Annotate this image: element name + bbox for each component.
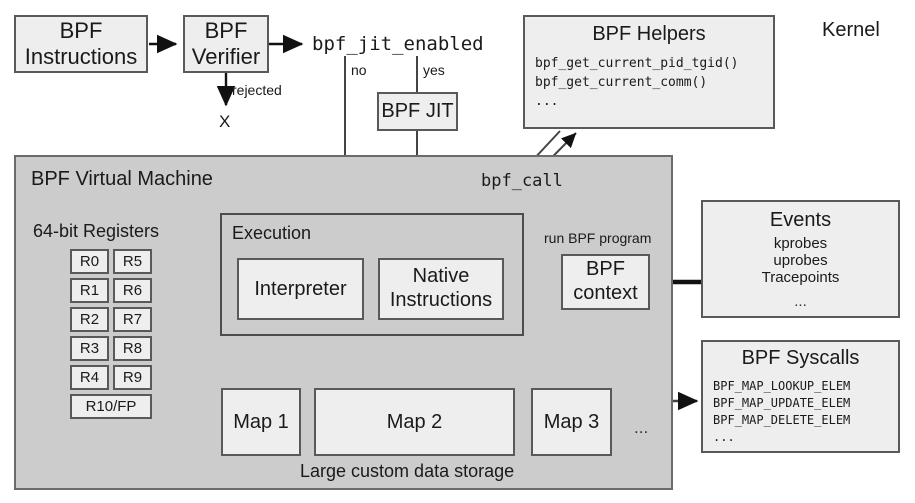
register-row: R1 R6 bbox=[70, 278, 152, 303]
branch-no-label: no bbox=[351, 62, 367, 78]
registers-title-label: 64-bit Registers bbox=[33, 221, 160, 241]
branch-yes-label: yes bbox=[423, 62, 445, 78]
map-2-box[interactable]: Map 2 bbox=[314, 388, 515, 456]
events-ellipsis: ... bbox=[794, 293, 807, 310]
events-item-uprobes: uprobes bbox=[773, 252, 828, 269]
register-row: R4 R9 bbox=[70, 365, 152, 390]
events-box[interactable]: Events kprobes uprobes Tracepoints ... bbox=[701, 200, 900, 318]
bpf-verifier-line1: BPF bbox=[204, 18, 248, 44]
interpreter-label: Interpreter bbox=[254, 277, 347, 300]
storage-caption-label: Large custom data storage bbox=[300, 461, 515, 481]
vm-title-label: BPF Virtual Machine bbox=[31, 168, 213, 190]
events-item-tracepoints: Tracepoints bbox=[761, 269, 840, 286]
events-item-kprobes: kprobes bbox=[773, 235, 828, 252]
maps-ellipsis: ... bbox=[634, 418, 649, 437]
execution-title-label: Execution bbox=[232, 223, 312, 243]
bpf-jit-label: BPF JIT bbox=[381, 100, 454, 122]
bpf-verifier-line2: Verifier bbox=[191, 44, 261, 69]
register-r2[interactable]: R2 bbox=[70, 307, 109, 332]
bpf-call-label: bpf_call bbox=[481, 171, 563, 191]
registers-grid: R0 R5 R1 R6 R2 R7 R3 R8 R4 R9 R10/FP bbox=[70, 249, 152, 419]
native-instructions-box[interactable]: Native Instructions bbox=[378, 258, 504, 320]
bpf-helpers-box[interactable]: BPF Helpers bpf_get_current_pid_tgid() b… bbox=[523, 15, 775, 129]
register-row: R3 R8 bbox=[70, 336, 152, 361]
bpf-syscalls-entries: BPF_MAP_LOOKUP_ELEM BPF_MAP_UPDATE_ELEM … bbox=[713, 379, 851, 445]
map-2-label: Map 2 bbox=[386, 410, 443, 433]
register-r9[interactable]: R9 bbox=[113, 365, 152, 390]
run-bpf-program-label: run BPF program bbox=[544, 230, 652, 246]
native-instructions-line2: Instructions bbox=[389, 289, 493, 311]
kernel-label: Kernel bbox=[822, 19, 880, 41]
register-r3[interactable]: R3 bbox=[70, 336, 109, 361]
bpf-instructions-line1: BPF bbox=[59, 18, 103, 44]
bpf-jit-box[interactable]: BPF JIT bbox=[377, 92, 458, 131]
bpf-instructions-line2: Instructions bbox=[24, 44, 138, 69]
interpreter-box[interactable]: Interpreter bbox=[237, 258, 364, 320]
map-3-label: Map 3 bbox=[543, 410, 600, 433]
register-r5[interactable]: R5 bbox=[113, 249, 152, 274]
bpf-syscalls-title: BPF Syscalls bbox=[741, 347, 860, 369]
map-1-box[interactable]: Map 1 bbox=[221, 388, 301, 456]
map-3-box[interactable]: Map 3 bbox=[531, 388, 612, 456]
bpf-syscalls-box[interactable]: BPF Syscalls BPF_MAP_LOOKUP_ELEM BPF_MAP… bbox=[701, 340, 900, 453]
events-title: Events bbox=[769, 209, 832, 231]
bpf-context-line1: BPF bbox=[586, 258, 625, 281]
map-1-label: Map 1 bbox=[233, 410, 289, 433]
register-r8[interactable]: R8 bbox=[113, 336, 152, 361]
native-instructions-line1: Native bbox=[412, 265, 470, 288]
register-r4[interactable]: R4 bbox=[70, 365, 109, 390]
rejected-label: rejected bbox=[232, 82, 282, 98]
bpf-context-line2: context bbox=[573, 282, 638, 304]
register-r6[interactable]: R6 bbox=[113, 278, 152, 303]
register-r10-fp[interactable]: R10/FP bbox=[70, 394, 152, 419]
register-row: R2 R7 bbox=[70, 307, 152, 332]
bpf-instructions-box[interactable]: BPF Instructions bbox=[14, 15, 148, 73]
bpf-helpers-entries: bpf_get_current_pid_tgid() bpf_get_curre… bbox=[535, 56, 739, 109]
rejected-x-mark: X bbox=[219, 112, 231, 131]
register-r0[interactable]: R0 bbox=[70, 249, 109, 274]
bpf-jit-enabled-label: bpf_jit_enabled bbox=[312, 33, 484, 55]
register-r1[interactable]: R1 bbox=[70, 278, 109, 303]
register-row: R0 R5 bbox=[70, 249, 152, 274]
bpf-context-box[interactable]: BPF context bbox=[561, 254, 650, 310]
register-r7[interactable]: R7 bbox=[113, 307, 152, 332]
bpf-verifier-box[interactable]: BPF Verifier bbox=[183, 15, 269, 73]
bpf-helpers-title: BPF Helpers bbox=[592, 23, 706, 45]
